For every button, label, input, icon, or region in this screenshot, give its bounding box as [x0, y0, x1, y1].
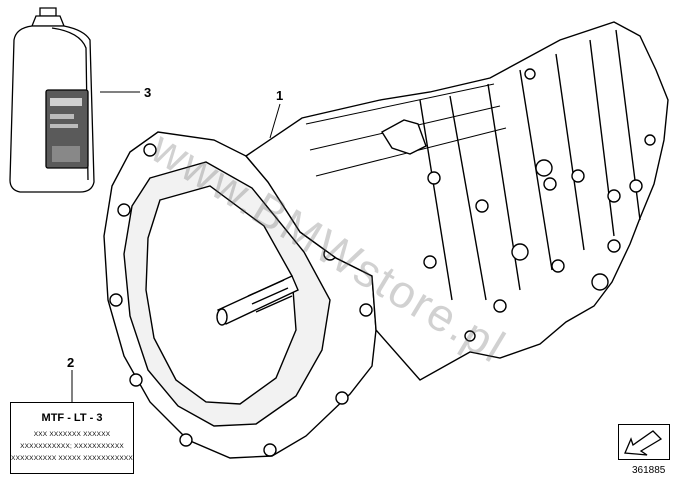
callout-2[interactable]: 2 — [67, 355, 75, 370]
leader-lines — [71, 91, 281, 402]
nav-arrow-box[interactable] — [618, 424, 670, 460]
label-line-3: XXXXXXXXXX XXXXX XXXXXXXXXXX — [11, 455, 133, 462]
oil-bottle-icon — [9, 7, 95, 193]
callout-1[interactable]: 1 — [276, 88, 284, 103]
transmission-label-sticker: MTF - LT - 3 XXX XXXXXXX XXXXXX XXXXXXXX… — [10, 402, 134, 474]
arrow-icon — [624, 430, 663, 456]
diagram-number: 361885 — [632, 465, 666, 476]
callout-3[interactable]: 3 — [144, 85, 152, 100]
label-line-1: XXX XXXXXXX XXXXXX — [33, 431, 111, 438]
transmission-icon — [103, 21, 669, 459]
leader-line-1 — [269, 103, 281, 139]
label-line-2: XXXXXXXXXXX; XXXXXXXXXXX — [20, 443, 124, 450]
label-title: MTF - LT - 3 — [41, 412, 103, 424]
